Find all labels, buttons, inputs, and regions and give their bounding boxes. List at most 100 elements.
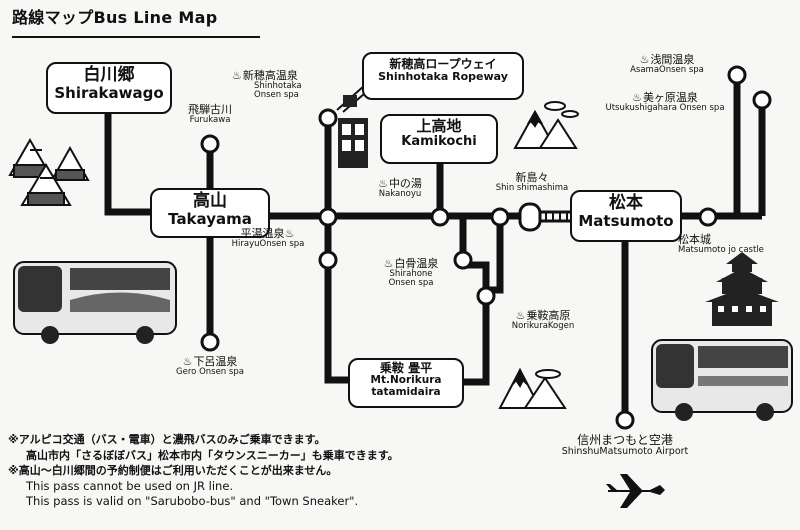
utsukushigahara-jp: 美ヶ原温泉 — [642, 91, 698, 104]
label-shirahone[interactable]: ♨白骨温泉 Shirahone Onsen spa — [366, 257, 456, 289]
norikura-kogen-jp: 乗鞍高原 — [526, 309, 571, 322]
ropeway-gondola-icon — [336, 84, 372, 168]
takayama-jp: 高山 — [193, 191, 227, 211]
shinhotaka-onsen-en2: Onsen spa — [254, 90, 299, 101]
stop-norikura-kogen — [476, 286, 496, 306]
nakanoyu-jp: 中の湯 — [388, 177, 422, 190]
hirayu-en: HirayuOnsen spa — [231, 239, 305, 250]
stop-shirahone — [453, 250, 473, 270]
utsukushigahara-en: Utsukushigahara Onsen spa — [605, 103, 725, 114]
airport-jp: 信州まつもと空港 — [577, 433, 673, 447]
onsen-icon: ♨ — [284, 227, 295, 240]
bus-icon-left — [13, 261, 177, 344]
bus-icon-right — [651, 339, 793, 421]
note-line-4: This pass cannot be used on JR line. — [26, 478, 234, 493]
nakanoyu-en: Nakanoyu — [378, 189, 422, 200]
kamikochi-jp: 上高地 — [416, 117, 462, 135]
gero-en: Gero Onsen spa — [176, 367, 244, 378]
stop-junction-east — [490, 207, 510, 227]
station-box-matsumoto[interactable]: 松本 Matsumoto — [570, 190, 682, 242]
label-shinshimashima[interactable]: 新島々 Shin shimashima — [492, 171, 572, 194]
asama-en: AsamaOnsen spa — [630, 65, 704, 76]
matsumotojo-jp: 松本城 — [678, 233, 711, 246]
norikura-tatamidaira-en2: tatamidaira — [371, 385, 441, 398]
norikura-tatamidaira-jp: 乗鞍 畳平 — [379, 361, 433, 375]
station-box-shinhotaka-ropeway[interactable]: 新穂高ロープウェイ Shinhotaka Ropeway — [362, 52, 524, 100]
station-box-takayama[interactable]: 高山 Takayama — [150, 188, 270, 238]
onsen-icon: ♨ — [378, 177, 388, 190]
matsumoto-jp: 松本 — [609, 193, 643, 213]
shinshimashima-jp: 新島々 — [515, 171, 549, 184]
hirayu-jp: 平湯温泉 — [240, 227, 285, 240]
railway — [540, 210, 575, 223]
shirakawago-jp: 白川郷 — [83, 65, 135, 85]
shirahone-en1: Shirahone — [389, 269, 433, 280]
matsumoto-en: Matsumoto — [578, 211, 674, 230]
label-airport[interactable]: 信州まつもと空港 ShinshuMatsumoto Airport — [550, 433, 700, 458]
shinhotaka-onsen-en1: Shinhotaka — [254, 81, 302, 92]
mountain-icon-kamikochi — [513, 101, 579, 149]
stop-junction-hirayu — [318, 207, 338, 227]
stop-hirayu — [318, 250, 338, 270]
route-norikura-east — [462, 296, 490, 386]
note-line-2: 高山市内「さるぼぼバス」松本市内「タウンスニーカー」も乗車できます。 — [26, 448, 399, 462]
note-line-1: ※アルピコ交通（バス・電車）と濃飛バスのみご乗車できます。 — [8, 433, 326, 446]
stop-asama — [727, 65, 747, 85]
route-norikura-west — [324, 216, 352, 384]
shirahone-en2: Onsen spa — [388, 278, 434, 289]
furukawa-jp: 飛騨古川 — [188, 103, 232, 116]
shinhotaka-ropeway-jp: 新穂高ロープウェイ — [389, 57, 497, 71]
onsen-icon: ♨ — [632, 91, 642, 104]
notes-section: ※アルピコ交通（バス・電車）と濃飛バスのみご乗車できます。 高山市内「さるぼぼバ… — [8, 432, 399, 510]
map-title: 路線マップBus Line Map — [12, 8, 218, 27]
station-box-norikura-tatamidaira[interactable]: 乗鞍 畳平 Mt.Norikura tatamidaira — [348, 358, 464, 408]
label-shinhotaka-onsen[interactable]: ♨新穂高温泉 Shinhotaka Onsen spa — [232, 69, 362, 101]
stop-circles — [200, 65, 772, 430]
station-box-kamikochi[interactable]: 上高地 Kamikochi — [380, 114, 498, 164]
norikura-tatamidaira-en1: Mt.Norikura — [370, 374, 442, 387]
label-hirayu[interactable]: 平湯温泉♨ HirayuOnsen spa — [218, 227, 318, 250]
label-furukawa[interactable]: 飛騨古川 Furukawa — [175, 103, 245, 126]
takayama-en: Takayama — [168, 209, 252, 228]
kamikochi-en: Kamikochi — [401, 133, 477, 149]
shinhotaka-onsen-jp: 新穂高温泉 — [242, 69, 298, 82]
airport-en: ShinshuMatsumoto Airport — [561, 446, 689, 458]
furukawa-en: Furukawa — [189, 115, 231, 126]
stop-matsumoto-castle — [698, 207, 718, 227]
onsen-icon: ♨ — [639, 53, 650, 66]
gassho-house-icon — [8, 137, 90, 206]
stop-shinshimashima — [518, 202, 542, 232]
gero-jp: 下呂温泉 — [193, 355, 238, 368]
shirakawago-en: Shirakawago — [54, 83, 164, 102]
onsen-icon: ♨ — [515, 309, 526, 322]
label-nakanoyu[interactable]: ♨中の湯 Nakanoyu — [360, 177, 440, 200]
note-line-3: ※高山〜白川郷間の予約制便はご利用いただくことが出来ません。 — [8, 464, 338, 477]
label-utsukushigahara[interactable]: ♨美ヶ原温泉 Utsukushigahara Onsen spa — [600, 91, 730, 114]
castle-icon — [705, 252, 779, 326]
norikura-kogen-en: NorikuraKogen — [511, 321, 575, 332]
label-gero[interactable]: ♨下呂温泉 Gero Onsen spa — [150, 355, 270, 378]
label-asama[interactable]: ♨浅間温泉 AsamaOnsen spa — [612, 53, 722, 76]
title-underline — [12, 36, 260, 38]
stop-utsukushigahara — [752, 90, 772, 110]
asama-jp: 浅間温泉 — [650, 53, 695, 66]
shirahone-jp: 白骨温泉 — [394, 257, 439, 270]
route-paths — [104, 78, 766, 418]
stop-airport — [615, 410, 635, 430]
onsen-icon: ♨ — [383, 257, 394, 270]
label-norikura-kogen[interactable]: ♨乗鞍高原 NorikuraKogen — [498, 309, 588, 332]
station-box-shirakawago[interactable]: 白川郷 Shirakawago — [46, 62, 172, 114]
onsen-icon: ♨ — [182, 355, 193, 368]
route-shirakawago — [104, 110, 155, 216]
mountain-icon-norikura — [498, 367, 567, 409]
label-matsumoto-castle[interactable]: 松本城 Matsumoto jo castle — [678, 233, 798, 256]
shinhotaka-ropeway-en: Shinhotaka Ropeway — [378, 70, 508, 84]
stop-furukawa — [200, 134, 220, 154]
airplane-icon — [606, 474, 665, 508]
matsumotojo-en: Matsumoto jo castle — [678, 245, 764, 256]
stop-shinhotaka-onsen — [318, 108, 338, 128]
route-shirahone — [459, 216, 490, 296]
shinshimashima-en: Shin shimashima — [495, 183, 569, 194]
